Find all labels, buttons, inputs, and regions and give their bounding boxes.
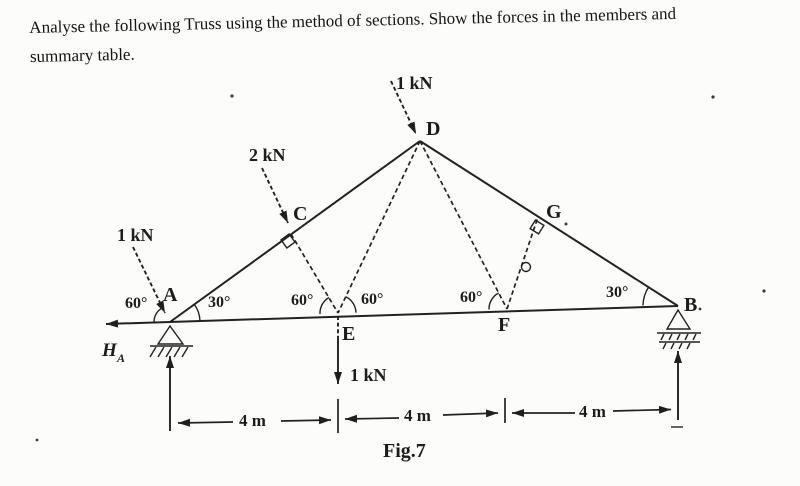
dimension-label-2: 4 m [404, 406, 431, 425]
member-ce [290, 233, 339, 314]
angle-arc-b-30 [642, 286, 650, 306]
roller-support-b [657, 308, 701, 350]
angle-arc-e-right-60 [345, 296, 357, 313]
joint-label-e: E [342, 323, 355, 345]
circle-marker-fg [520, 261, 532, 273]
load-label-2kn-c: 2 kN [249, 145, 286, 165]
load-label-1kn-d: 1 kN [396, 73, 433, 93]
joint-label-a: A [163, 284, 178, 306]
angle-label-f-60: 60° [460, 289, 482, 306]
angle-label-e-right-60: 60° [361, 291, 383, 308]
force-arrow-1kn-at-a [132, 246, 166, 314]
angle-arc-f-60 [488, 292, 500, 310]
scan-specks [35, 94, 766, 442]
force-arrow-2kn-at-c [261, 167, 289, 224]
load-label-1kn-a: 1 kN [117, 225, 154, 245]
reaction-label-h-sub: A [116, 351, 125, 365]
right-angle-marker-c [280, 233, 296, 249]
top-chord-right [419, 140, 679, 307]
joint-label-c: C [293, 203, 307, 225]
angle-label-a-30: 30° [208, 294, 230, 311]
angle-arc-a-60 [153, 306, 164, 323]
angle-arc-a-30 [193, 303, 201, 322]
angle-label-e-left-60: 60° [291, 292, 313, 309]
member-df [419, 140, 508, 310]
load-label-1kn-e: 1 kN [350, 365, 387, 385]
bottom-chord-with-ha-arrow [105, 305, 679, 328]
dimension-label-1: 4 m [239, 411, 266, 430]
joint-label-g: G [546, 201, 562, 223]
angle-label-b-30: 30° [606, 284, 628, 301]
top-chord-left [169, 140, 421, 323]
dimension-line [177, 398, 683, 433]
joint-label-b: B [684, 294, 697, 316]
joint-label-f: F [498, 314, 510, 336]
force-arrow-1kn-at-d [390, 80, 417, 135]
member-de [337, 140, 421, 314]
right-angle-marker-g [529, 219, 545, 235]
angle-label-a-60: 60° [125, 295, 147, 312]
reaction-label-h: H [101, 340, 118, 361]
dimension-label-3: 4 m [579, 402, 606, 421]
member-fg [506, 216, 539, 310]
angle-arc-e-left-60 [319, 296, 330, 315]
joint-label-d: D [426, 118, 440, 140]
figure-caption: Fig.7 [383, 440, 426, 462]
pin-support-a [149, 324, 193, 358]
